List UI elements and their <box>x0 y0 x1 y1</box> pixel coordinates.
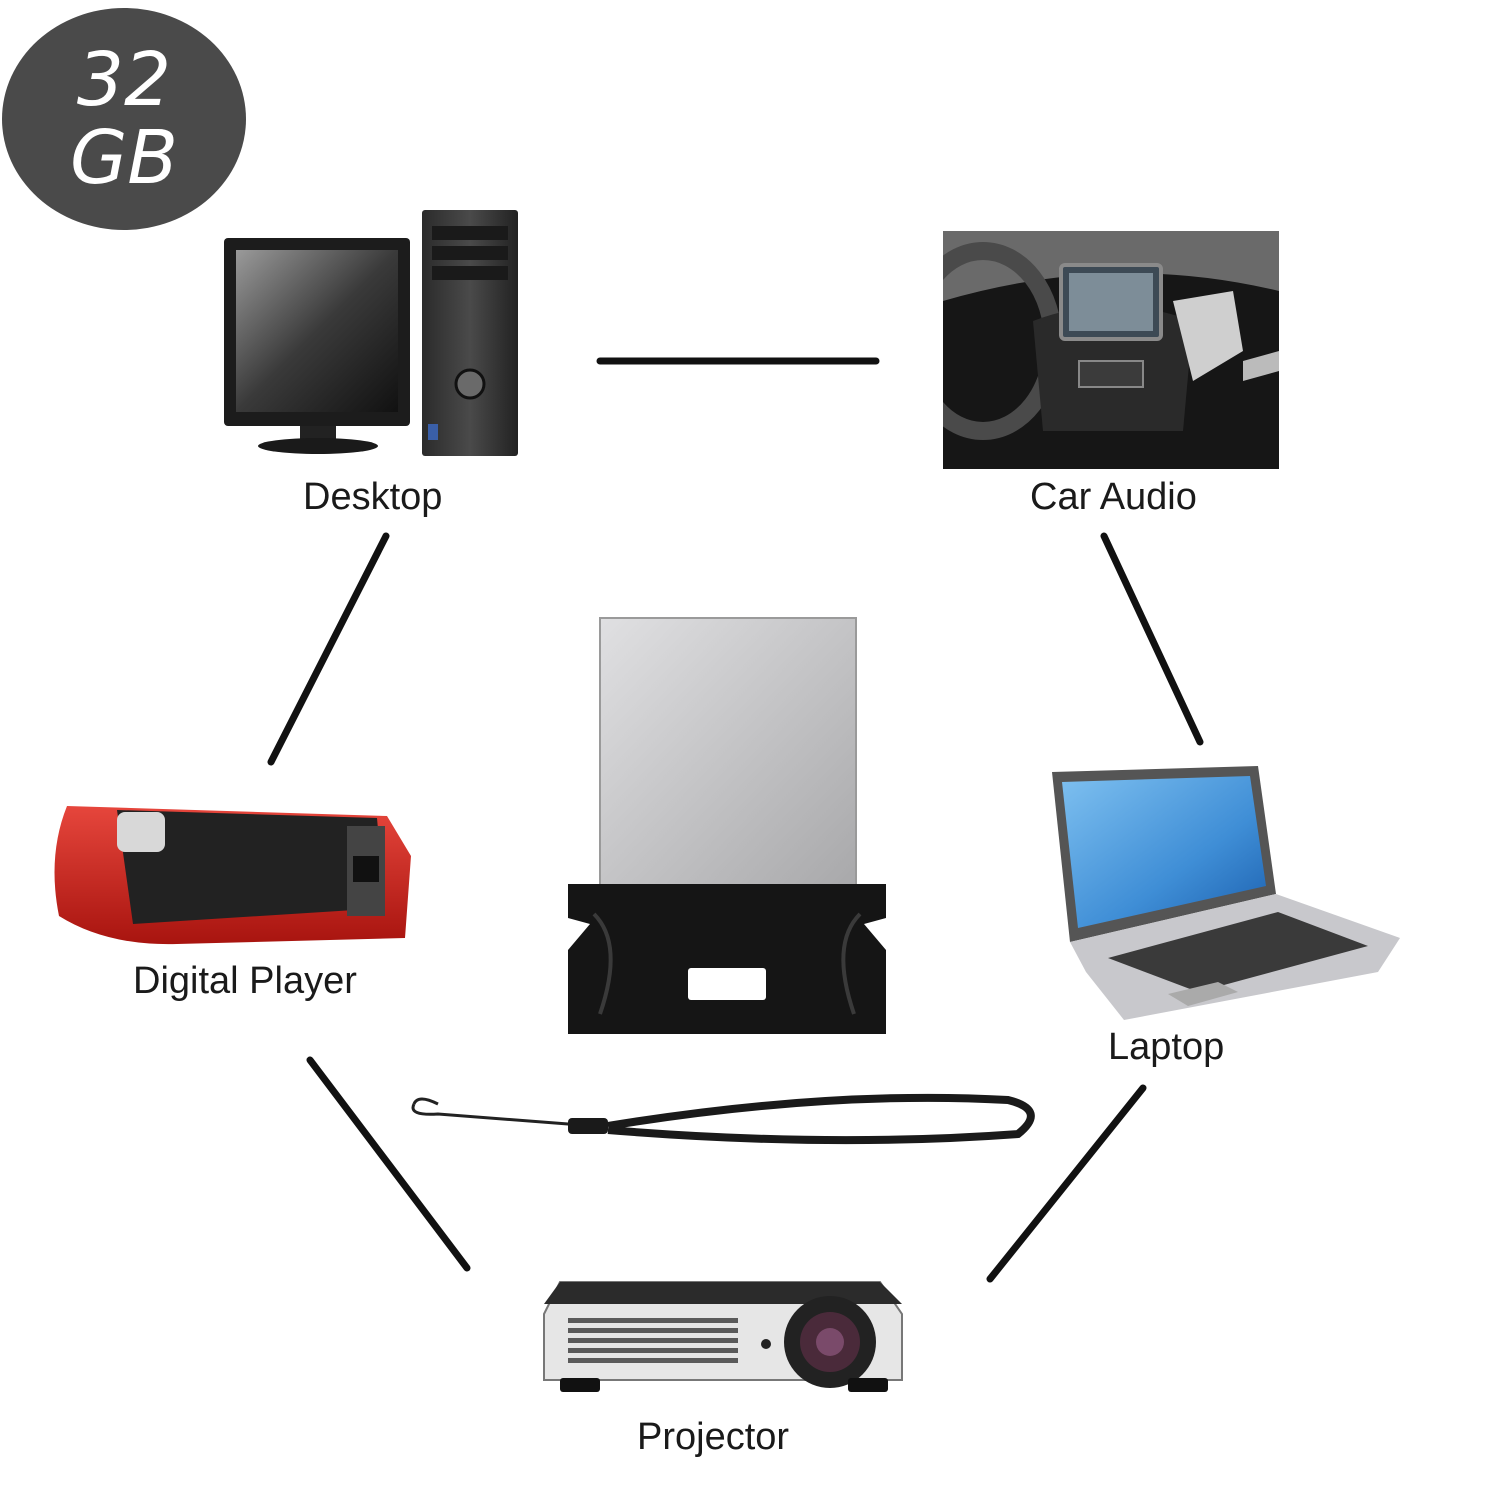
connector-laptop-projector <box>986 1084 1147 1283</box>
lanyard-strap-icon <box>411 1093 1035 1145</box>
connector-desktop-player <box>267 532 390 766</box>
capacity-unit: GB <box>69 115 179 201</box>
capacity-badge: 32 GB <box>2 8 246 230</box>
car-dashboard-icon <box>943 231 1279 469</box>
capacity-number: 32 <box>76 37 172 123</box>
device-label-digital-player: Digital Player <box>133 960 357 1002</box>
usb-flash-drive-icon <box>568 617 886 1034</box>
laptop-icon <box>1052 766 1400 1020</box>
desktop-computer-icon <box>224 210 518 456</box>
device-label-desktop: Desktop <box>303 476 443 518</box>
projector-icon <box>543 1281 903 1392</box>
device-label-laptop: Laptop <box>1108 1026 1225 1068</box>
digital-player-icon <box>54 806 411 945</box>
device-label-car-audio: Car Audio <box>1030 476 1197 518</box>
connector-car-laptop <box>1100 532 1204 746</box>
device-label-projector: Projector <box>637 1416 790 1458</box>
connector-player-projector <box>306 1056 471 1272</box>
